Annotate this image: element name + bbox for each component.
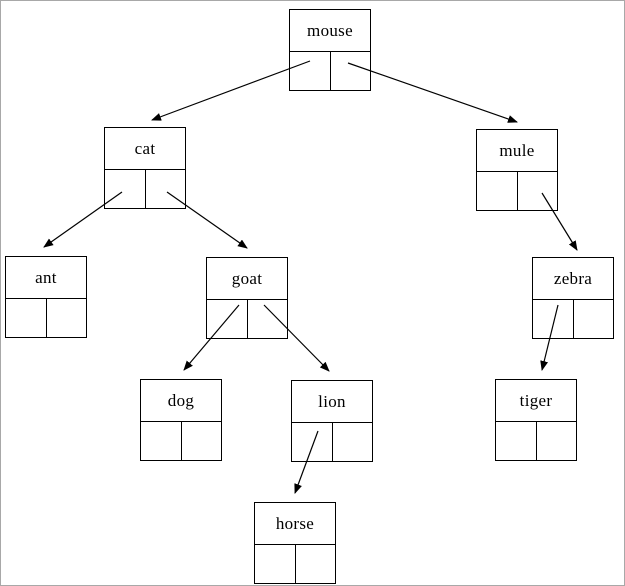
node-pointer-row bbox=[255, 545, 335, 583]
edge-mouse-mule bbox=[347, 62, 518, 123]
node-label-mule: mule bbox=[477, 130, 557, 172]
node-pointer-row bbox=[6, 299, 86, 337]
tree-node-ant: ant bbox=[5, 256, 87, 338]
node-label-zebra: zebra bbox=[533, 258, 613, 300]
right-pointer-cell bbox=[180, 422, 221, 460]
node-pointer-row bbox=[496, 422, 576, 460]
node-label-tiger: tiger bbox=[496, 380, 576, 422]
right-pointer-cell bbox=[329, 52, 370, 90]
tree-node-horse: horse bbox=[254, 502, 336, 584]
left-pointer-cell bbox=[477, 172, 517, 210]
node-pointer-row bbox=[290, 52, 370, 90]
node-pointer-row bbox=[477, 172, 557, 210]
left-pointer-cell bbox=[6, 299, 46, 337]
tree-node-goat: goat bbox=[206, 257, 288, 339]
node-label-mouse: mouse bbox=[290, 10, 370, 52]
left-pointer-cell bbox=[105, 170, 145, 208]
node-label-lion: lion bbox=[292, 381, 372, 423]
node-pointer-row bbox=[207, 300, 287, 338]
tree-node-zebra: zebra bbox=[532, 257, 614, 339]
right-pointer-cell bbox=[516, 172, 557, 210]
left-pointer-cell bbox=[533, 300, 573, 338]
node-pointer-row bbox=[105, 170, 185, 208]
left-pointer-cell bbox=[141, 422, 181, 460]
left-pointer-cell bbox=[292, 423, 332, 461]
tree-node-mouse: mouse bbox=[289, 9, 371, 91]
tree-node-tiger: tiger bbox=[495, 379, 577, 461]
tree-node-mule: mule bbox=[476, 129, 558, 211]
right-pointer-cell bbox=[331, 423, 372, 461]
node-label-ant: ant bbox=[6, 257, 86, 299]
node-pointer-row bbox=[292, 423, 372, 461]
right-pointer-cell bbox=[246, 300, 287, 338]
edge-mouse-cat bbox=[151, 60, 311, 121]
right-pointer-cell bbox=[572, 300, 613, 338]
tree-node-dog: dog bbox=[140, 379, 222, 461]
node-pointer-row bbox=[141, 422, 221, 460]
node-label-dog: dog bbox=[141, 380, 221, 422]
right-pointer-cell bbox=[45, 299, 86, 337]
left-pointer-cell bbox=[255, 545, 295, 583]
left-pointer-cell bbox=[290, 52, 330, 90]
node-label-goat: goat bbox=[207, 258, 287, 300]
tree-node-lion: lion bbox=[291, 380, 373, 462]
left-pointer-cell bbox=[207, 300, 247, 338]
node-label-cat: cat bbox=[105, 128, 185, 170]
node-label-horse: horse bbox=[255, 503, 335, 545]
right-pointer-cell bbox=[144, 170, 185, 208]
tree-node-cat: cat bbox=[104, 127, 186, 209]
right-pointer-cell bbox=[535, 422, 576, 460]
right-pointer-cell bbox=[294, 545, 335, 583]
left-pointer-cell bbox=[496, 422, 536, 460]
node-pointer-row bbox=[533, 300, 613, 338]
